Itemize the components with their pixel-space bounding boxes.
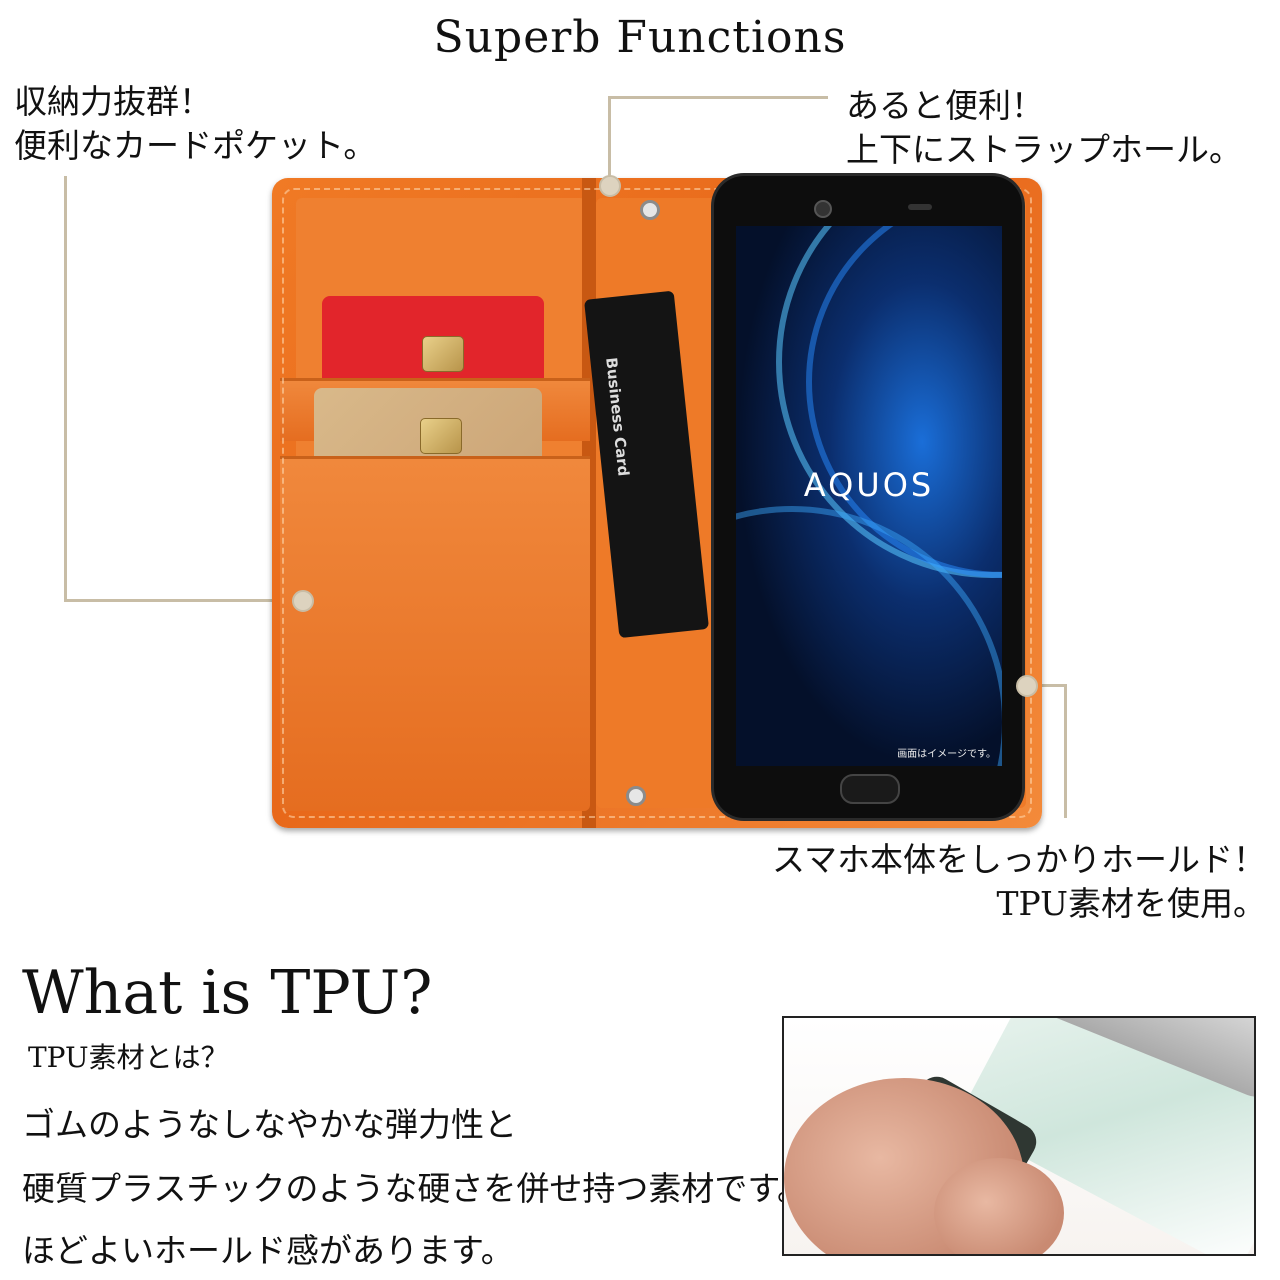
callout-line-strap-horizontal [608,96,828,99]
thumb [934,1158,1064,1254]
callout-hold-line-1: スマホ本体をしっかりホールド！ [771,840,1266,879]
callout-dot-card [292,590,314,612]
strap-hole-top [640,200,660,220]
tpu-description-line-1: ゴムのようなしなやかな弾力性と [22,1105,517,1144]
strap-hole-bottom [626,786,646,806]
callout-line-strap-vertical [608,96,611,180]
tpu-heading: What is TPU? [22,958,433,1028]
callout-line-hold-vertical [1064,684,1067,818]
callout-card-pocket-line-1: 収納力抜群！ [14,82,212,121]
page-title: Superb Functions [433,12,847,63]
tpu-description-line-2: 硬質プラスチックのような硬さを併せ持つ素材です。 [22,1169,811,1208]
callout-strap-hole-line-2: 上下にストラップホール。 [846,130,1242,169]
tpu-description-line-3: ほどよいホールド感があります。 [22,1231,514,1270]
callout-dot-strap [599,175,621,197]
tpu-subheading: TPU素材とは？ [28,1041,229,1074]
tpu-bending-photo [782,1016,1256,1256]
speaker-icon [908,204,932,210]
callout-card-pocket-line-2: 便利なカードポケット。 [14,126,377,165]
callout-card-pocket: 収納力抜群！ 便利なカードポケット。 [14,80,376,168]
home-button-icon [840,774,900,804]
callout-hold-line-2: TPU素材を使用。 [996,884,1266,923]
callout-strap-hole-line-1: あると便利！ [846,86,1044,125]
screen-note: 画面はイメージです。 [897,749,996,760]
callout-strap-hole: あると便利！ 上下にストラップホール。 [846,84,1242,172]
camera-icon [814,200,832,218]
card-pocket-2 [280,456,590,811]
callout-line-card-horizontal [64,599,300,602]
wallet-stitching [282,188,1032,818]
card-chip [422,336,464,372]
phone-screen: AQUOS 画面はイメージです。 [736,226,1002,766]
screen-logo: AQUOS [803,466,935,504]
callout-line-hold-horizontal [1030,684,1066,687]
callout-dot-hold [1016,675,1038,697]
callout-hold: スマホ本体をしっかりホールド！ TPU素材を使用。 [772,838,1266,926]
callout-line-card-vertical [64,176,67,602]
card-chip [420,418,462,454]
